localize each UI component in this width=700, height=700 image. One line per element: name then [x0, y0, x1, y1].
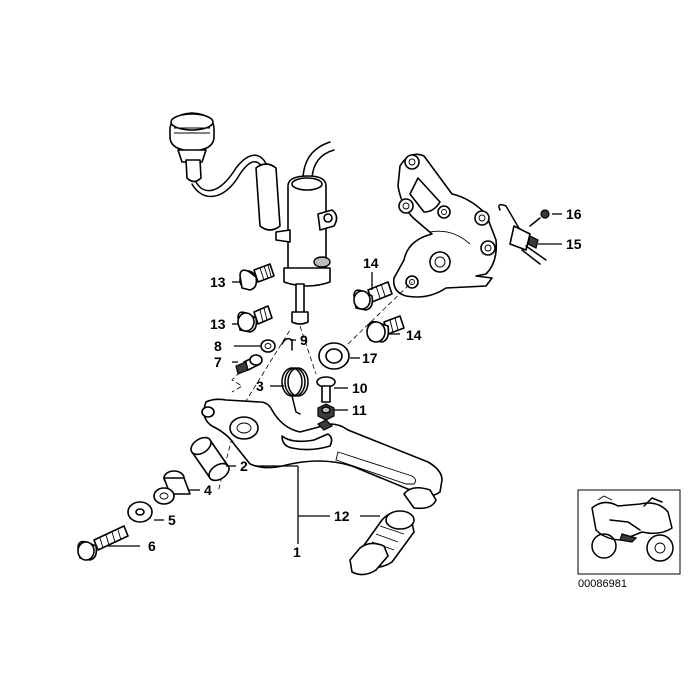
switch-screw — [529, 209, 550, 227]
nut-11 — [317, 403, 335, 421]
bolt-10 — [316, 376, 336, 403]
label-13-upper: 13 — [210, 274, 226, 290]
part-labels: 13 13 14 14 8 9 7 17 3 10 11 16 15 2 4 5… — [148, 206, 582, 560]
bearing-sleeve-2 — [190, 436, 230, 482]
bushing-4 — [153, 470, 191, 505]
motorcycle-inset — [577, 489, 681, 575]
label-13-lower: 13 — [210, 316, 226, 332]
label-16: 16 — [566, 206, 582, 222]
label-15: 15 — [566, 236, 582, 252]
label-6: 6 — [148, 538, 156, 554]
pin-7 — [235, 354, 263, 375]
label-7: 7 — [214, 354, 222, 370]
leader-lines — [108, 213, 562, 547]
label-1: 1 — [293, 544, 301, 560]
bolt-14-upper — [353, 281, 393, 311]
reference-code: 00086981 — [578, 578, 627, 590]
label-8: 8 — [214, 338, 222, 354]
reservoir-hose — [191, 154, 281, 231]
label-14-upper: 14 — [363, 255, 379, 271]
bushing-17 — [318, 342, 350, 370]
label-2: 2 — [240, 458, 248, 474]
nut-8 — [260, 339, 276, 353]
footbrake-lever — [201, 398, 443, 510]
washer-5 — [127, 501, 153, 523]
master-cylinder — [275, 141, 338, 325]
label-10: 10 — [352, 380, 368, 396]
fluid-reservoir — [169, 112, 215, 183]
label-17: 17 — [362, 350, 378, 366]
label-3: 3 — [256, 378, 264, 394]
label-5: 5 — [168, 512, 176, 528]
foot-rubber-12 — [349, 510, 415, 576]
label-14-lower: 14 — [406, 327, 422, 343]
bolt-6 — [77, 525, 129, 561]
return-spring-3 — [281, 367, 309, 415]
footrest-bracket — [392, 153, 498, 298]
label-9: 9 — [300, 332, 308, 348]
label-12: 12 — [334, 508, 350, 524]
bolt-13-upper — [239, 263, 275, 291]
bolt-13-lower — [237, 305, 273, 333]
brake-light-switch — [498, 203, 547, 265]
label-4: 4 — [204, 482, 212, 498]
label-11: 11 — [352, 402, 367, 418]
bolt-14-lower — [366, 315, 405, 343]
